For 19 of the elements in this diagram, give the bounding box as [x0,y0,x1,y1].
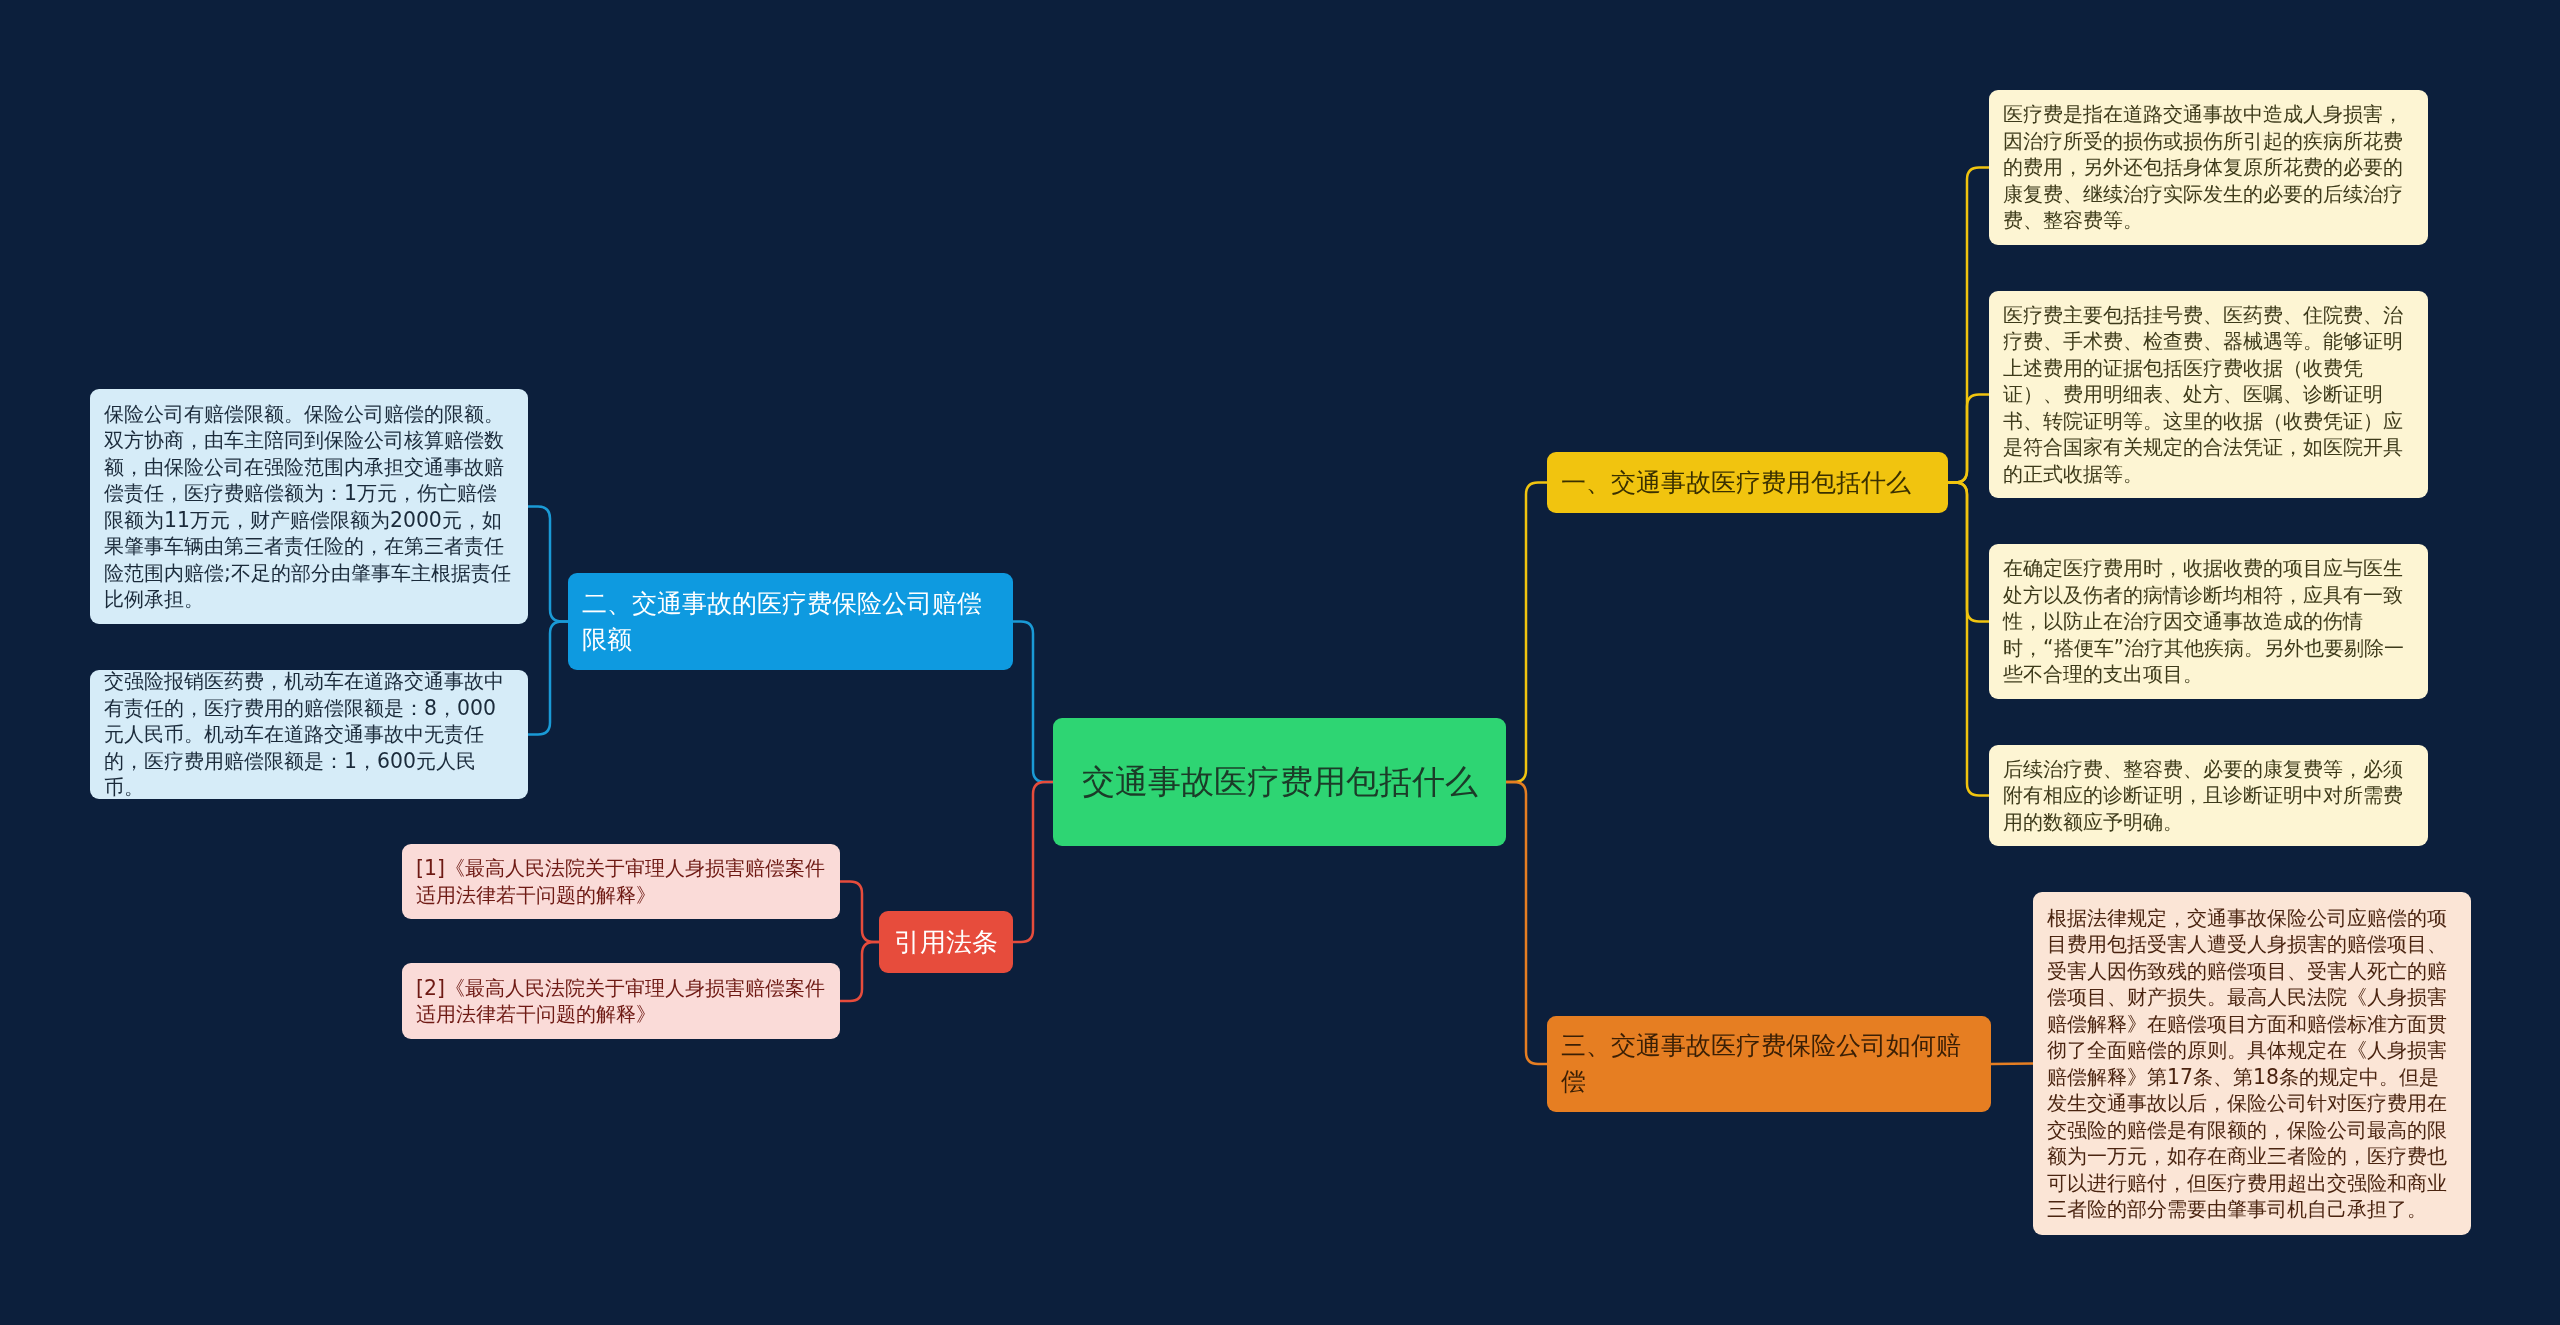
citation-box: [1]《最高人民法院关于审理人身损害赔偿案件适用法律若干问题的解释》 [402,844,840,919]
topic-box: 二、交通事故的医疗费保险公司赔偿限额 [568,573,1013,670]
note-box: 在确定医疗费用时，收据收费的项目应与医生处方以及伤者的病情诊断均相符，应具有一致性，以防止在治疗因交通事故造成的伤情时，“搭便车”治疗其他疾病。另外也要剔除一些不合理的支出项目。 [1989,544,2428,699]
topic-box: 引用法条 [879,911,1013,973]
connector-line [1948,481,1989,797]
note-box: 医疗费是指在道路交通事故中造成人身损害，因治疗所受的损伤或损伤所引起的疾病所花费的费用，另外还包括身体复原所花费的必要的康复费、继续治疗实际发生的必要的后续治疗费、整容费等。 [1989,90,2428,245]
note-box: 医疗费主要包括挂号费、医药费、住院费、治疗费、手术费、检查费、器械遇等。能够证明上述费用的证据包括医疗费收据（收费凭证）、费用明细表、处方、医嘱、诊断证明书、转院证明等。这里的收据（收费凭证）应是符合国家有关规定的合法凭证，如医院开具的正式收据等。 [1989,291,2428,498]
citation-box: [2]《最高人民法院关于审理人身损害赔偿案件适用法律若干问题的解释》 [402,963,840,1039]
connector-line [1013,780,1053,944]
topic-box: 一、交通事故医疗费用包括什么 [1547,452,1948,513]
note-box: 交强险报销医药费，机动车在道路交通事故中有责任的，医疗费用的赔偿限额是：8，000元人民币。机动车在道路交通事故中无责任的，医疗费用赔偿限额是：1，600元人民币。 [90,670,528,799]
connector-line [1506,780,1547,1066]
root-topic-box: 交通事故医疗费用包括什么 [1053,718,1506,846]
topic-box: 三、交通事故医疗费保险公司如何赔偿 [1547,1016,1991,1112]
note-box: 保险公司有赔偿限额。保险公司赔偿的限额。双方协商，由车主陪同到保险公司核算赔偿数额，由保险公司在强险范围内承担交通事故赔偿责任，医疗费赔偿额为：1万元，伤亡赔偿限额为11万元，财产赔偿限额为2000元，如果肇事车辆由第三者责任险的，在第三者责任险范围内赔偿;不足的部分由肇事车主根据责任比例承担。 [90,389,528,624]
connector-line [528,620,568,736]
note-box: 后续治疗费、整容费、必要的康复费等，必须附有相应的诊断证明，且诊断证明中对所需费用的数额应予明确。 [1989,745,2428,846]
note-box: 根据法律规定，交通事故保险公司应赔偿的项目费用包括受害人遭受人身损害的赔偿项目、受害人因伤致残的赔偿项目、受害人死亡的赔偿项目、财产损失。最高人民法院《人身损害赔偿解释》在赔偿项目方面和赔偿标准方面贯彻了全面赔偿的原则。具体规定在《人身损害赔偿解释》第17条、第18条的规定中。但是发生交通事故以后，保险公司针对医疗费用在交强险的赔偿是有限额的，保险公司最高的限额为一万元，如存在商业三者险的，医疗费也可以进行赔付，但医疗费用超出交强险和商业三者险的部分需要由肇事司机自己承担了。 [2033,892,2471,1235]
connector-line [1991,1062,2033,1066]
